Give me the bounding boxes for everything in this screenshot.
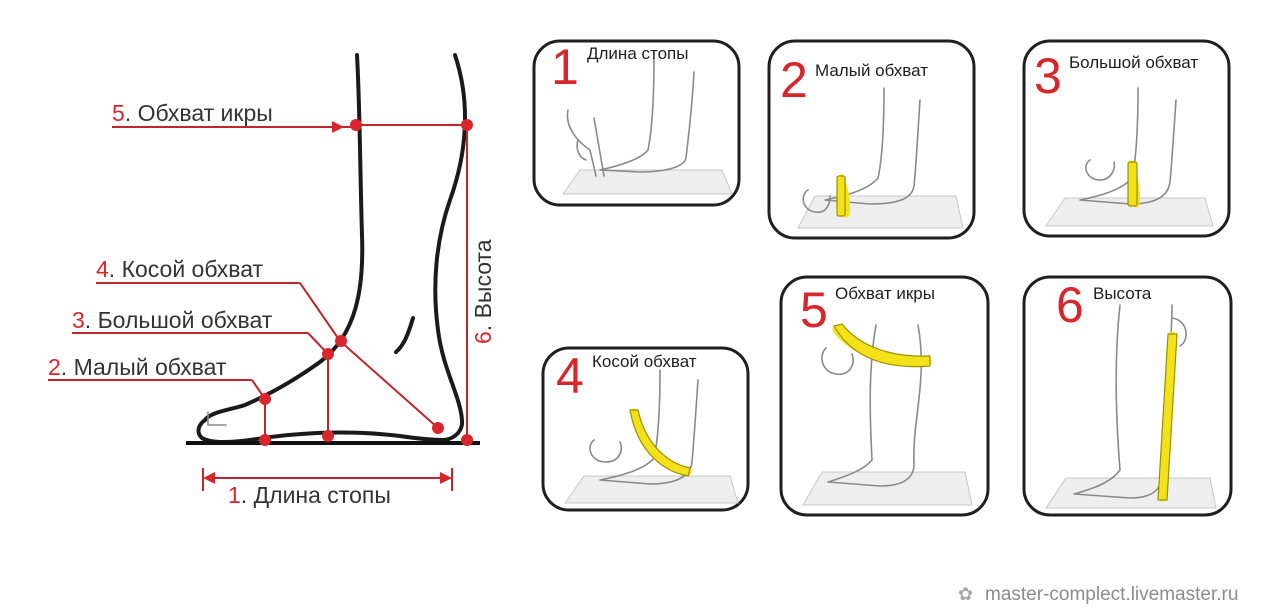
card-1-title: Длина стопы xyxy=(587,44,688,63)
small-dot-top xyxy=(259,393,271,405)
gear-icon: ✿ xyxy=(958,584,973,604)
ball-dot-top xyxy=(322,348,334,360)
ankle-mark xyxy=(394,316,415,354)
card-calf-girth: 5 Обхват икры xyxy=(779,275,990,517)
card-foot-length: 1 Длина стопы xyxy=(532,39,741,207)
foot-length-arrow-right-head xyxy=(440,472,452,484)
small-dot-bottom xyxy=(259,434,271,446)
leg-back-outline xyxy=(433,53,468,442)
oblique-girth-line xyxy=(339,340,439,429)
card-3-number: 3 xyxy=(1034,48,1062,104)
label-oblique-girth: 4. Косой обхват xyxy=(96,256,264,282)
card-2-number: 2 xyxy=(780,52,808,108)
card-2-title: Малый обхват xyxy=(815,61,928,80)
watermark: ✿ master-complect.livemaster.ru xyxy=(958,584,1238,605)
label-small-girth: 2. Малый обхват xyxy=(48,354,227,380)
watermark-text: master-complect.livemaster.ru xyxy=(985,584,1238,605)
label-height: 6. Высота xyxy=(470,239,496,344)
card-3-title: Большой обхват xyxy=(1069,53,1198,72)
card-small-girth: 2 Малый обхват xyxy=(767,39,976,240)
oblique-heel-dot xyxy=(432,422,444,434)
calf-leader-arrowhead xyxy=(332,121,344,133)
calf-dot-back xyxy=(461,119,473,131)
sole-outline xyxy=(248,430,447,442)
oblique-girth-leader-2 xyxy=(299,282,341,342)
card-1-number: 1 xyxy=(551,39,579,95)
label-foot-length: 1. Длина стопы xyxy=(228,482,391,508)
card-6-number: 6 xyxy=(1056,277,1084,333)
card-6-title: Высота xyxy=(1093,284,1152,303)
label-ball-girth: 3. Большой обхват xyxy=(72,307,273,333)
card-4-number: 4 xyxy=(556,348,584,404)
card-5-title: Обхват икры xyxy=(835,284,935,303)
card-ball-girth: 3 Большой обхват xyxy=(1022,39,1231,238)
card-height: 6 Высота xyxy=(1022,275,1233,517)
toe-outline xyxy=(196,418,252,444)
height-dot-bottom xyxy=(461,434,473,446)
foot-length-arrow-left-head xyxy=(203,472,215,484)
card-4-title: Косой обхват xyxy=(592,352,697,371)
oblique-dot xyxy=(335,335,347,347)
label-calf-girth: 5. Обхват икры xyxy=(112,100,273,126)
card-5-number: 5 xyxy=(800,282,828,338)
ball-dot-bottom xyxy=(322,430,334,442)
toe-nail xyxy=(207,411,227,426)
card-oblique-girth: 4 Косой обхват xyxy=(541,346,750,512)
main-leg-diagram: 5. Обхват икры 4. Косой обхват 3. Большо… xyxy=(48,53,496,508)
calf-dot-front xyxy=(350,119,362,131)
